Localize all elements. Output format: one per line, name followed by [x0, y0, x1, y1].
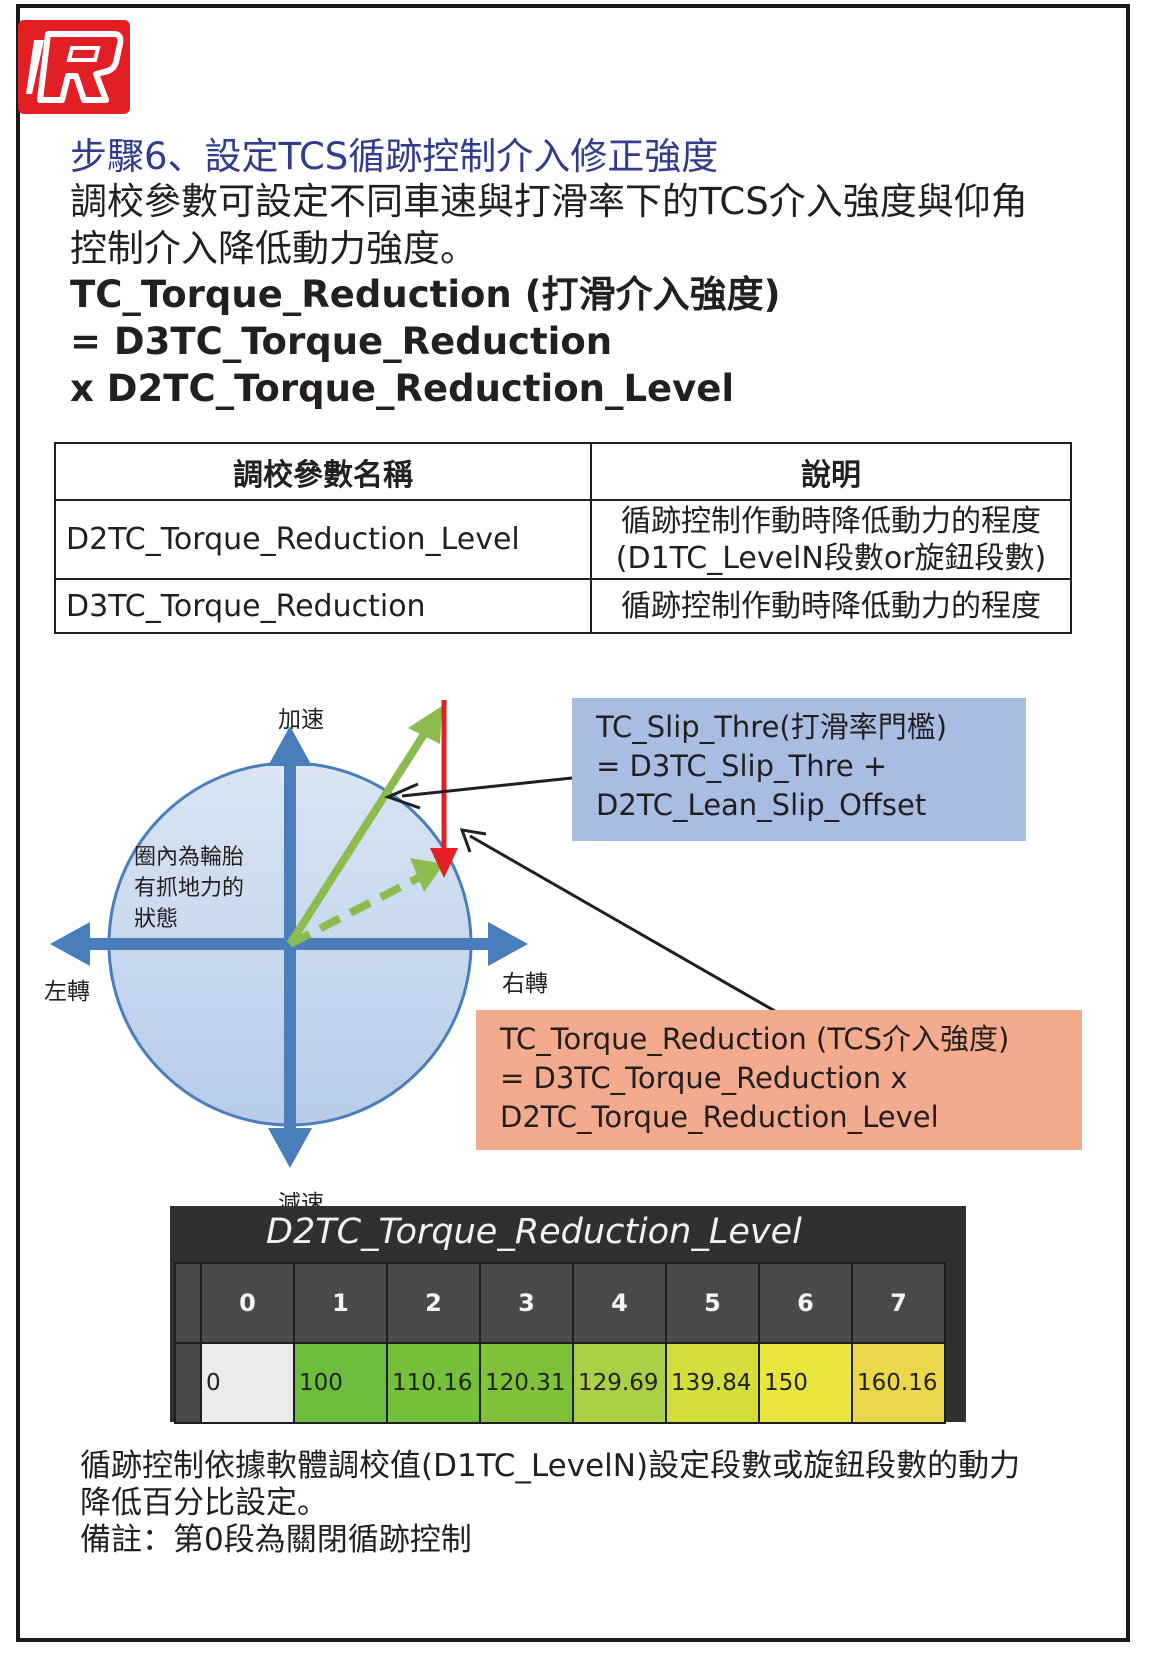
level-value: 120.31 [485, 1370, 566, 1396]
level-value: 160.16 [857, 1370, 938, 1396]
param-name: D3TC_Torque_Reduction [54, 578, 592, 634]
level-header-row: 0 1 2 3 4 5 6 7 [174, 1262, 946, 1344]
intro-line: 調校參數可設定不同車速與打滑率下的TCS介入強度與仰角 [70, 180, 1028, 223]
param-description: 循跡控制作動時降低動力的程度 [590, 578, 1072, 634]
caption-line: 有抓地力的 [134, 876, 245, 901]
level-value-cell[interactable]: 160.16 [851, 1342, 946, 1424]
intro-line: 控制介入降低動力強度。 [70, 227, 477, 270]
level-value-cell[interactable]: 0 [200, 1342, 295, 1424]
table-row: D2TC_Torque_Reduction_Level 循跡控制作動時降低動力的… [54, 499, 1072, 580]
formula-line: = D3TC_Torque_Reduction [70, 320, 613, 363]
intro-text: 調校參數可設定不同車速與打滑率下的TCS介入強度與仰角 控制介入降低動力強度。 [70, 178, 1028, 272]
level-value-cell[interactable]: 120.31 [479, 1342, 574, 1424]
formula: TC_Torque_Reduction (打滑介入強度) = D3TC_Torq… [70, 272, 780, 413]
level-value: 150 [764, 1370, 808, 1396]
torque-reduction-pointer [459, 828, 781, 1016]
param-description: 循跡控制作動時降低動力的程度 (D1TC_LevelN段數or旋鈕段數) [590, 499, 1072, 580]
formula-line: x D2TC_Torque_Reduction_Level [70, 367, 735, 410]
formula-line: TC_Torque_Reduction (打滑介入強度) [70, 273, 781, 316]
slip-threshold-pointer [383, 776, 573, 810]
level-header-cell: 0 [200, 1262, 295, 1344]
level-value: 0 [206, 1370, 221, 1396]
grip-vector-arrow [286, 706, 442, 947]
level-header-cell: 5 [665, 1262, 760, 1344]
level-value-row: 0 100 110.16 120.31 129.69 139.84 150 16… [174, 1342, 946, 1424]
level-header-cell: 4 [572, 1262, 667, 1344]
callout-line: D2TC_Torque_Reduction_Level [500, 1100, 939, 1134]
torque-reduction-callout: TC_Torque_Reduction (TCS介入強度) = D3TC_Tor… [476, 1010, 1082, 1150]
level-header-cell: 6 [758, 1262, 853, 1344]
level-value-cell[interactable]: 100 [293, 1342, 388, 1424]
callout-line: D2TC_Lean_Slip_Offset [596, 788, 927, 822]
level-value-cell[interactable]: 139.84 [665, 1342, 760, 1424]
footer-note: 循跡控制依據軟體調校值(D1TC_LevelN)設定段數或旋鈕段數的動力 降低百… [80, 1448, 1020, 1559]
panel-title: D2TC_Torque_Reduction_Level [266, 1212, 802, 1252]
vertical-axis [268, 726, 312, 1168]
callout-line: TC_Torque_Reduction (TCS介入強度) [500, 1022, 1010, 1056]
step-title: 步驟6、設定TCS循跡控制介入修正強度 [70, 135, 719, 178]
desc-line: (D1TC_LevelN段數or旋鈕段數) [615, 540, 1047, 576]
footer-line: 備註：第0段為關閉循跡控制 [80, 1522, 472, 1558]
level-value-cell[interactable]: 110.16 [386, 1342, 481, 1424]
row-header-cell [174, 1342, 202, 1424]
torque-reduction-arrow [430, 700, 458, 878]
brand-logo [18, 20, 130, 114]
row-header-corner [174, 1262, 202, 1344]
level-grid: 0 1 2 3 4 5 6 7 0 100 110.16 120.31 129.… [174, 1262, 946, 1424]
axis-label-left-turn: 左轉 [44, 979, 90, 1005]
page-frame [16, 4, 1130, 1642]
axis-label-right-turn: 右轉 [502, 971, 548, 997]
desc-line: 循跡控制作動時降低動力的程度 [621, 503, 1041, 539]
table-row: D3TC_Torque_Reduction 循跡控制作動時降低動力的程度 [54, 578, 1072, 634]
level-table-panel: D2TC_Torque_Reduction_Level 0 1 2 3 4 5 … [170, 1206, 966, 1424]
callout-line: = D3TC_Slip_Thre + [596, 749, 888, 783]
reduced-vector-arrow [288, 858, 444, 948]
header-description: 說明 [590, 442, 1072, 501]
slip-threshold-callout: TC_Slip_Thre(打滑率門檻) = D3TC_Slip_Thre + D… [572, 698, 1026, 841]
level-value: 100 [299, 1370, 343, 1396]
axis-label-accelerate: 加速 [278, 707, 324, 733]
level-header-cell: 2 [386, 1262, 481, 1344]
caption-line: 狀態 [134, 907, 179, 932]
footer-line: 循跡控制依據軟體調校值(D1TC_LevelN)設定段數或旋鈕段數的動力 [80, 1448, 1021, 1484]
level-value: 129.69 [578, 1370, 659, 1396]
level-header-cell: 7 [851, 1262, 946, 1344]
callout-line: TC_Slip_Thre(打滑率門檻) [596, 710, 948, 744]
table-header-row: 調校參數名稱 說明 [54, 442, 1072, 501]
level-value: 139.84 [671, 1370, 752, 1396]
footer-line: 降低百分比設定。 [80, 1485, 328, 1521]
caption-line: 圈內為輪胎 [134, 845, 245, 870]
grip-circle-caption: 圈內為輪胎 有抓地力的 狀態 [134, 842, 244, 935]
desc-line: 循跡控制作動時降低動力的程度 [621, 588, 1041, 624]
header-param-name: 調校參數名稱 [54, 442, 592, 501]
level-header-cell: 3 [479, 1262, 574, 1344]
parameter-table: 調校參數名稱 說明 D2TC_Torque_Reduction_Level 循跡… [54, 442, 1072, 634]
callout-line: = D3TC_Torque_Reduction x [500, 1061, 908, 1095]
level-header-cell: 1 [293, 1262, 388, 1344]
level-value-cell[interactable]: 150 [758, 1342, 853, 1424]
level-value: 110.16 [392, 1370, 473, 1396]
level-value-cell[interactable]: 129.69 [572, 1342, 667, 1424]
param-name: D2TC_Torque_Reduction_Level [54, 499, 592, 580]
